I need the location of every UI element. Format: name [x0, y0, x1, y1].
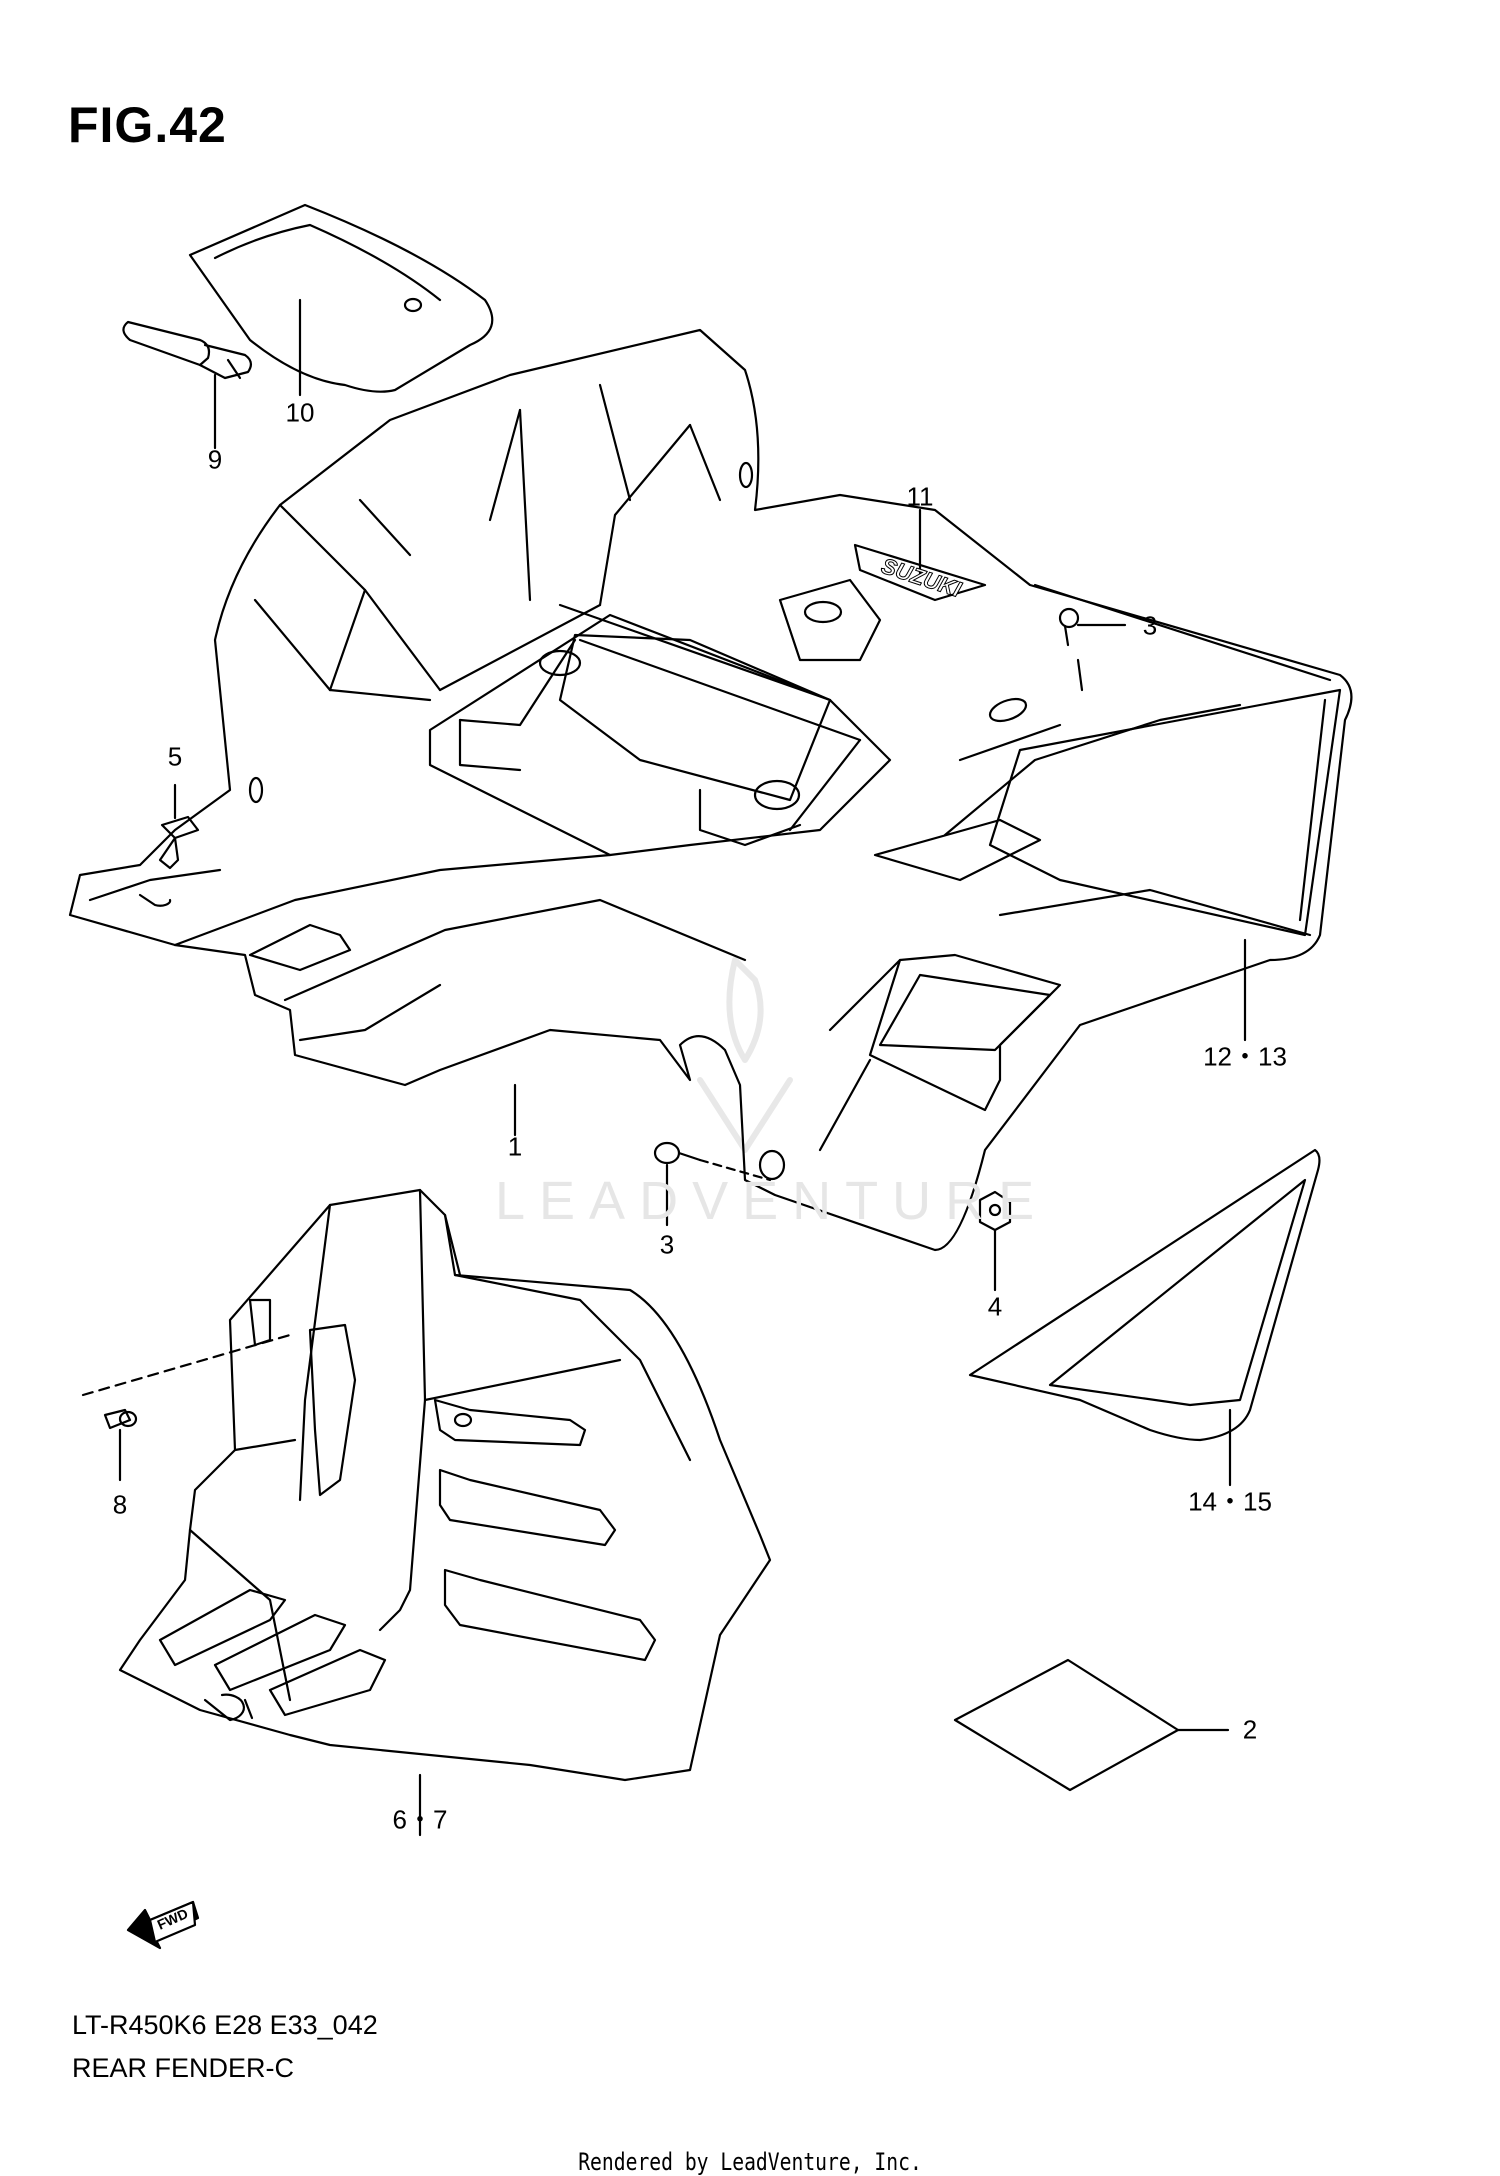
- part-4-nut: [978, 1190, 1012, 1232]
- part-9-bolt: [122, 320, 252, 380]
- part-1-rear-fender: [68, 328, 1353, 1252]
- part-3-screw-upper: [1058, 607, 1127, 647]
- leader-3-upper: [1076, 658, 1084, 692]
- part-3-screw-lower: [653, 1141, 772, 1182]
- watermark-logo: [697, 957, 793, 1153]
- callout-12-13: 12・13: [1203, 1041, 1287, 1072]
- part-10-seat-pad: [188, 203, 494, 393]
- part-5-clip: [158, 815, 200, 870]
- callout-14-15: 14・15: [1188, 1486, 1272, 1517]
- rendered-by-footer: Rendered by LeadVenture, Inc.: [578, 2148, 922, 2176]
- callout-1: 1: [507, 1131, 523, 1162]
- fwd-arrow-icon: [126, 1900, 200, 1950]
- model-code: LT-R450K6 E28 E33_042: [72, 2010, 378, 2040]
- callout-3-upper: 3: [1142, 610, 1158, 641]
- callout-4: 4: [987, 1291, 1003, 1322]
- watermark-text: LEADVENTURE: [495, 1171, 1049, 1231]
- section-name: REAR FENDER-C: [72, 2053, 295, 2083]
- callout-8: 8: [112, 1489, 128, 1520]
- figure-title: FIG.42: [68, 97, 227, 153]
- callout-10: 10: [285, 397, 315, 428]
- callout-6-7: 6・7: [392, 1804, 448, 1835]
- callout-9: 9: [207, 444, 223, 475]
- part-2-label: [953, 1658, 1180, 1792]
- part-8-screw: [81, 1333, 292, 1430]
- callout-5: 5: [167, 741, 183, 772]
- callout-3-lower: 3: [659, 1229, 675, 1260]
- part-6-7-lower-panel: [118, 1188, 772, 1782]
- part-14-15-decal: [968, 1148, 1321, 1442]
- callout-11: 11: [906, 481, 934, 512]
- callout-2: 2: [1242, 1714, 1258, 1745]
